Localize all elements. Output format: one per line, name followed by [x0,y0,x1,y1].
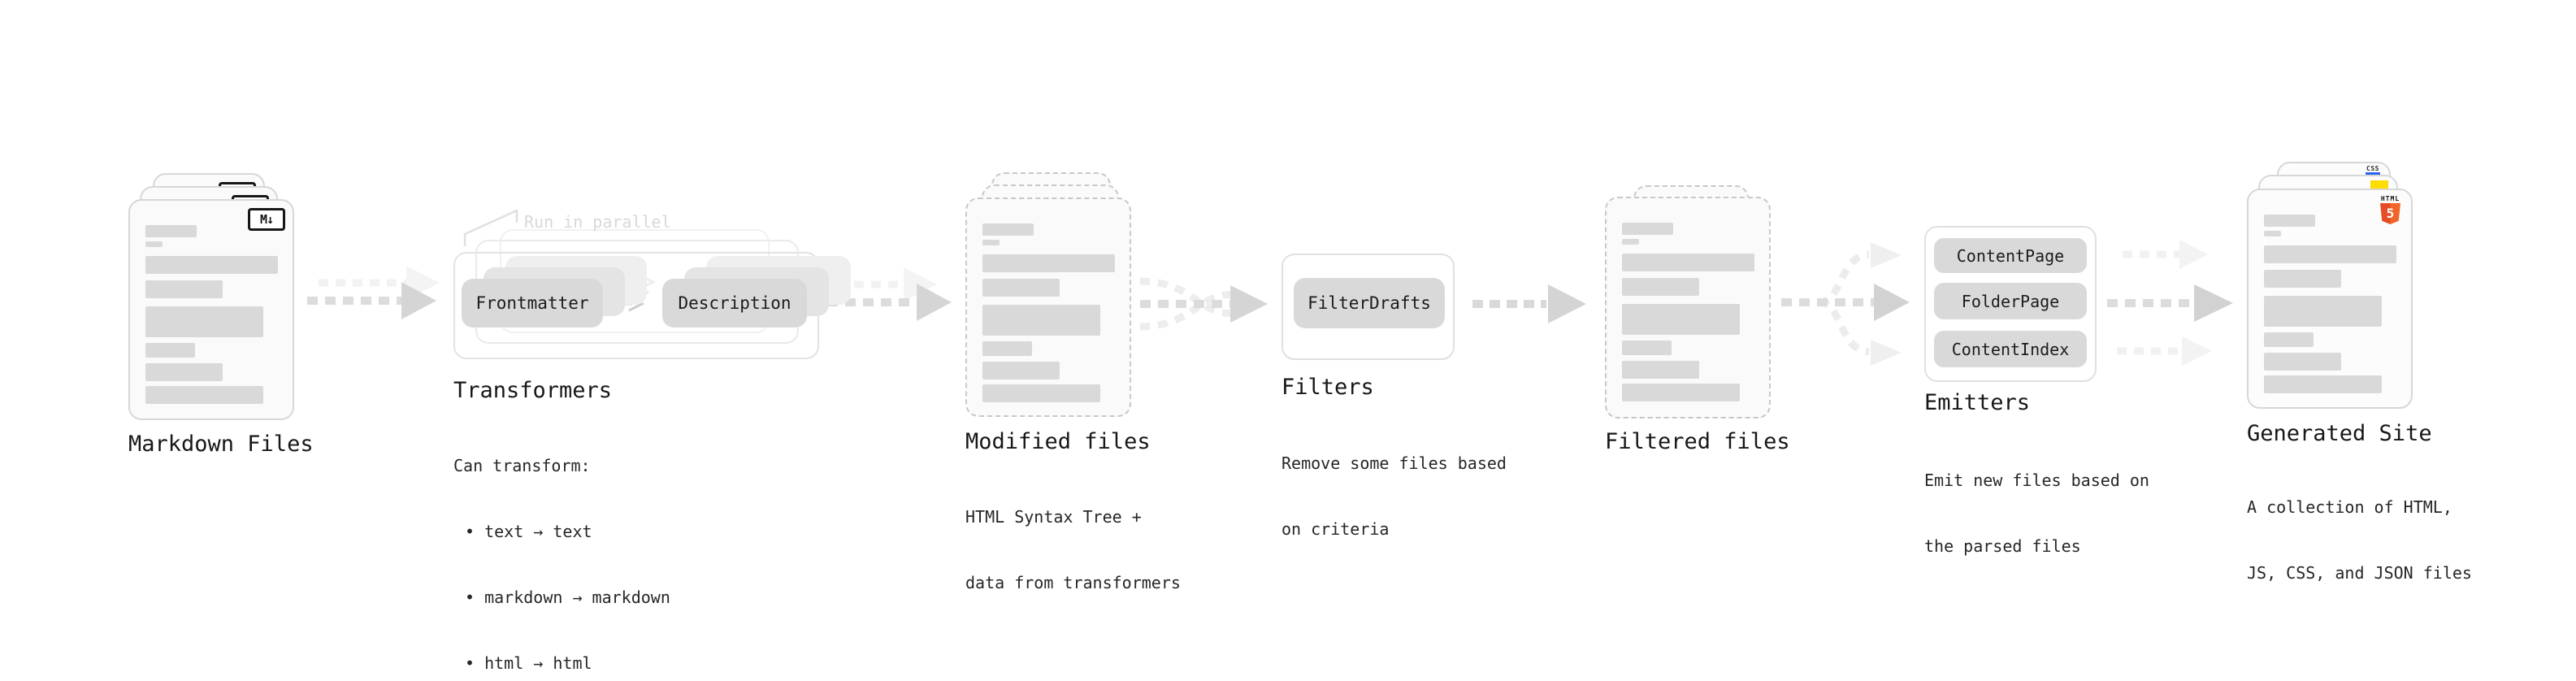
placeholder-line [2264,215,2315,227]
filterdrafts-pill: FilterDrafts [1294,278,1445,328]
html5-icon: HTML 5 [2380,195,2400,224]
placeholder-line [1622,304,1740,335]
contentpage-pill: ContentPage [1934,238,2087,273]
filterdrafts-pill-label: FilterDrafts [1308,293,1431,313]
filters-desc-line: Remove some files based [1281,453,1507,473]
folderpage-pill: FolderPage [1934,283,2087,319]
placeholder-line [145,363,223,381]
folderpage-pill-label: FolderPage [1961,291,2060,311]
generated-file-card-front: HTML 5 [2247,189,2413,409]
modified-files-description: HTML Syntax Tree + data from transformer… [965,462,1181,638]
frontmatter-pill: Frontmatter [462,279,603,327]
arrow-modified-to-filters [1139,277,1268,331]
placeholder-line [145,386,263,404]
transformers-title: Transformers [453,378,613,403]
filters-title: Filters [1281,375,1374,400]
placeholder-line [982,341,1032,356]
placeholder-line [2264,296,2382,327]
emitters-desc-line: the parsed files [1924,536,2081,556]
html5-icon-number: 5 [2386,206,2395,221]
placeholder-line [982,279,1060,297]
markdown-icon: M↓ [248,208,285,231]
placeholder-line [145,256,278,274]
markdown-icon-label: M↓ [259,212,274,227]
arrow-filtered-to-emitters [1781,242,1910,366]
generated-site-description: A collection of HTML, JS, CSS, and JSON … [2247,453,2472,628]
transformers-bullet: • text → text [465,522,592,541]
filters-description: Remove some files based on criteria [1281,409,1507,584]
modified-files-title: Modified files [965,429,1151,454]
placeholder-line [2264,375,2382,393]
placeholder-line [2264,332,2314,347]
html5-icon-shield: 5 [2380,203,2400,224]
contentindex-pill: ContentIndex [1934,331,2087,367]
arrow-markdown-to-transformers [307,266,440,319]
placeholder-line [2264,353,2341,371]
css-badge-underline [2366,172,2380,176]
placeholder-line [1622,361,1699,379]
placeholder-line [1622,340,1672,355]
run-in-parallel-note: Run in parallel [524,212,671,232]
description-pill: Description [662,279,807,327]
placeholder-line [1622,278,1699,296]
contentindex-pill-label: ContentIndex [1951,339,2070,359]
run-in-parallel-leader [463,209,518,246]
transformers-description: Can transform: • text → text • markdown … [453,411,670,681]
generated-desc-line: A collection of HTML, [2247,497,2452,517]
generated-desc-line: JS, CSS, and JSON files [2247,563,2472,583]
transformers-desc-heading: Can transform: [453,456,591,475]
placeholder-line [982,362,1060,380]
arrow-emitters-to-generated [2107,240,2233,366]
js-badge [2370,180,2388,189]
filtered-files-title: Filtered files [1605,429,1790,454]
placeholder-line [145,225,197,237]
emitters-title: Emitters [1924,390,2031,415]
markdown-file-card-front: M↓ [128,199,294,420]
arrow-filters-to-filtered [1472,284,1586,323]
placeholder-line [2264,245,2396,263]
arrow-transformers-to-modified [827,267,952,321]
frontmatter-pill-label: Frontmatter [475,293,589,313]
placeholder-line [145,241,163,247]
contentpage-pill-label: ContentPage [1956,245,2065,266]
css-badge-label: CSS [2366,165,2379,172]
placeholder-line [982,240,1000,245]
emitters-desc-line: Emit new files based on [1924,471,2149,490]
placeholder-line [982,384,1100,402]
placeholder-line [982,254,1115,272]
placeholder-line [1622,223,1673,235]
transformers-bullet: • html → html [465,653,592,673]
html5-icon-word: HTML [2380,195,2400,202]
emitters-description: Emit new files based on the parsed files [1924,426,2149,601]
placeholder-line [2264,231,2281,236]
placeholder-line [145,306,263,337]
modified-desc-line: HTML Syntax Tree + [965,507,1142,527]
transformers-bullet: • markdown → markdown [465,588,670,607]
filters-desc-line: on criteria [1281,519,1390,539]
placeholder-line [982,305,1100,336]
description-pill-label: Description [678,293,791,313]
markdown-files-title: Markdown Files [128,432,314,457]
emitters-box [1924,226,2097,382]
filtered-file-card-front [1605,197,1771,419]
placeholder-line [145,343,195,358]
placeholder-line [982,223,1034,236]
placeholder-line [2264,270,2341,288]
placeholder-line [1622,239,1639,245]
css-badge: CSS [2366,165,2380,176]
modified-file-card-front [965,197,1131,417]
filters-box [1281,254,1455,360]
placeholder-line [145,280,223,298]
placeholder-line [1622,384,1740,401]
placeholder-line [1622,254,1754,271]
modified-desc-line: data from transformers [965,573,1181,592]
generated-site-title: Generated Site [2247,421,2432,446]
